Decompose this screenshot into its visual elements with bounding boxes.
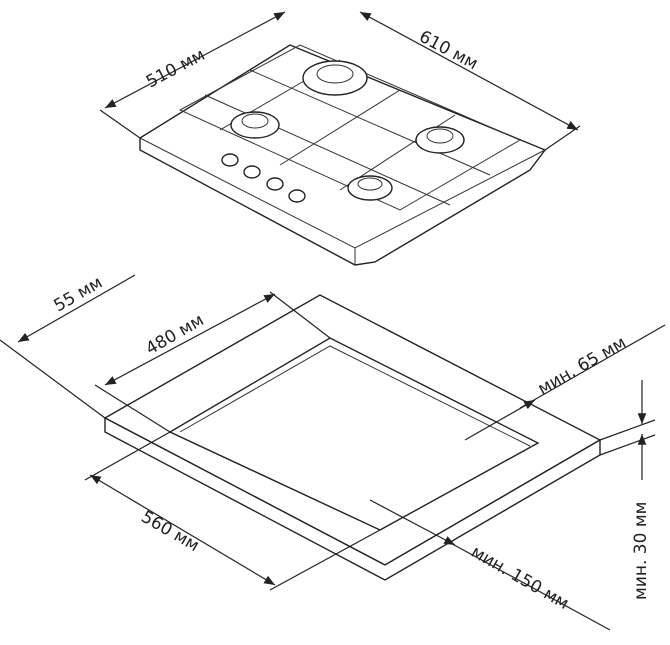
burner-large [302,60,368,96]
hob-width-label: 610 мм [416,27,481,74]
min-65-label: мин. 65 мм [535,333,630,400]
burner-front [347,175,393,201]
gas-hob-drawing [139,44,547,266]
control-knobs [221,153,306,203]
min-30-label: мин. 30 мм [631,502,651,600]
min-150-label: мин. 150 мм [468,542,573,614]
burner-left [230,111,280,139]
edge-55-label: 55 мм [51,273,107,317]
hob-depth-label: 510 мм [143,45,208,92]
cutout-width-label: 560 мм [138,507,203,556]
burner-right [415,126,465,154]
